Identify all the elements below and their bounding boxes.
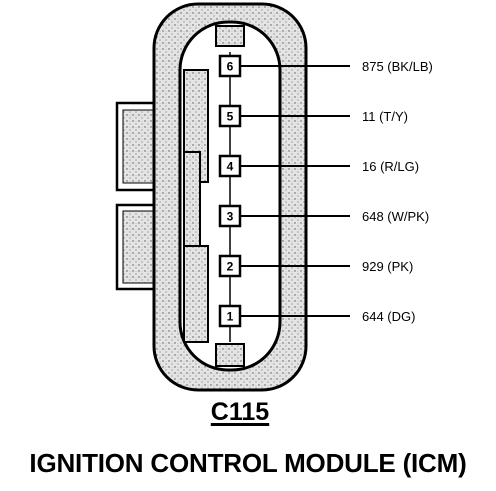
pin-terminal (218, 204, 242, 228)
cavity-keys (183, 25, 245, 367)
circuit-label: 929 (PK) (362, 259, 413, 274)
pin-number: 5 (227, 110, 234, 124)
pin-number: 2 (227, 260, 234, 274)
pin-number: 6 (227, 60, 234, 74)
pin-6: 6 875 (BK/LB) (218, 54, 433, 78)
pin-terminal (218, 54, 242, 78)
pin-number: 1 (227, 310, 234, 324)
pins-layer: 6 875 (BK/LB) 5 11 (T/Y) 4 16 (R/LG) 3 648 (W/P… (218, 54, 433, 328)
circuit-label: 644 (DG) (362, 309, 415, 324)
pin-terminal (218, 154, 242, 178)
pin-number: 4 (227, 160, 234, 174)
module-name: IGNITION CONTROL MODULE (ICM) (29, 448, 467, 478)
pin-4: 4 16 (R/LG) (218, 154, 419, 178)
circuit-label: 875 (BK/LB) (362, 59, 433, 74)
pin-3: 3 648 (W/PK) (218, 204, 429, 228)
pin-number: 3 (227, 210, 234, 224)
circuit-label: 648 (W/PK) (362, 209, 429, 224)
pin-terminal (218, 304, 242, 328)
pin-1: 1 644 (DG) (218, 304, 415, 328)
circuit-label: 11 (T/Y) (362, 109, 408, 124)
pin-2: 2 929 (PK) (218, 254, 413, 278)
pin-5: 5 11 (T/Y) (218, 104, 408, 128)
connector-id: C115 (210, 398, 270, 426)
circuit-label: 16 (R/LG) (362, 159, 419, 174)
pin-terminal (218, 254, 242, 278)
pin-terminal (218, 104, 242, 128)
latch-tabs (115, 101, 160, 291)
